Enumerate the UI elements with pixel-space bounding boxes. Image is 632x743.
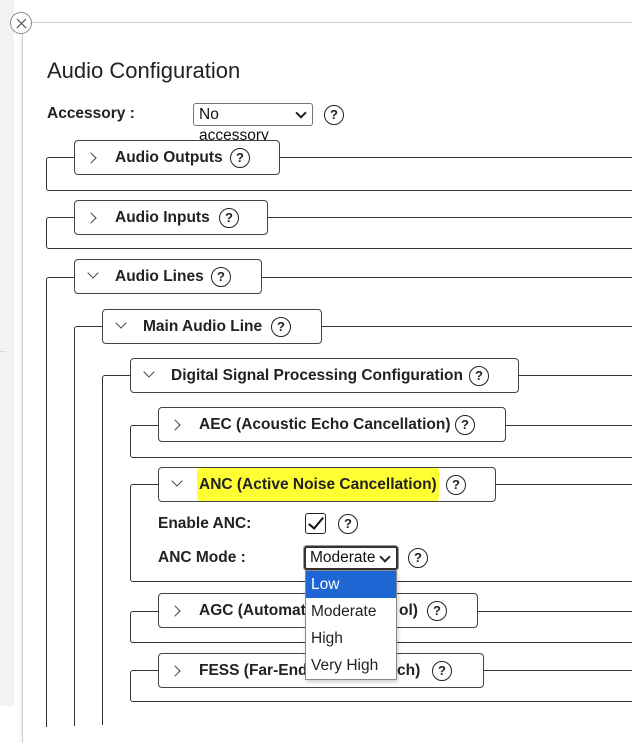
audio-outputs-help-icon[interactable]: ? (230, 148, 250, 168)
background-window (0, 0, 14, 706)
chevron-down-icon (143, 366, 155, 378)
close-icon[interactable] (10, 12, 32, 34)
anc-mode-select-value: Moderate (310, 549, 376, 566)
accessory-help-icon[interactable]: ? (324, 105, 344, 125)
fess-label-tail: ch) (397, 662, 421, 679)
audio-inputs-header[interactable]: Audio Inputs ? (74, 200, 268, 235)
dsp-help-icon[interactable]: ? (469, 366, 489, 386)
audio-lines-help-icon[interactable]: ? (211, 267, 231, 287)
anc-label: ANC (Active Noise Cancellation) (197, 468, 439, 501)
aec-help-icon[interactable]: ? (455, 415, 475, 435)
enable-anc-checkbox[interactable] (305, 513, 326, 534)
dsp-header[interactable]: Digital Signal Processing Configuration … (130, 358, 519, 393)
main-audio-line-help-icon[interactable]: ? (271, 317, 291, 337)
main-audio-line-fieldset (74, 326, 632, 726)
audio-outputs-label: Audio Outputs (115, 149, 223, 166)
anc-mode-option-low[interactable]: Low (306, 571, 396, 598)
chevron-down-icon (379, 551, 391, 563)
anc-mode-select[interactable]: Moderate (304, 546, 398, 570)
anc-mode-option-moderate[interactable]: Moderate (311, 603, 377, 620)
anc-mode-option-very-high[interactable]: Very High (311, 657, 379, 674)
chevron-down-icon (87, 267, 99, 279)
chevron-right-icon (169, 665, 181, 677)
chevron-down-icon (295, 107, 307, 119)
main-audio-line-label: Main Audio Line (143, 318, 263, 335)
audio-outputs-header[interactable]: Audio Outputs ? (74, 140, 280, 175)
audio-lines-header[interactable]: Audio Lines ? (74, 259, 262, 294)
audio-inputs-fieldset (46, 217, 632, 249)
chevron-down-icon (115, 317, 127, 329)
background-divider (0, 351, 6, 352)
agc-label: AGC (Automati (199, 602, 311, 619)
main-audio-line-header[interactable]: Main Audio Line ? (102, 309, 322, 344)
anc-header[interactable]: ANC (Active Noise Cancellation) ? (158, 467, 496, 502)
accessory-select-value: No accessory (199, 106, 269, 144)
aec-header[interactable]: AEC (Acoustic Echo Cancellation) ? (158, 407, 506, 442)
audio-outputs-fieldset (46, 157, 632, 191)
audio-lines-fieldset (46, 277, 632, 727)
audio-lines-label: Audio Lines (115, 268, 204, 285)
chevron-right-icon (85, 152, 97, 164)
agc-help-icon[interactable]: ? (427, 601, 447, 621)
chevron-right-icon (85, 212, 97, 224)
audio-inputs-help-icon[interactable]: ? (219, 208, 239, 228)
anc-help-icon[interactable]: ? (446, 475, 466, 495)
fess-label: FESS (Far-End (199, 662, 308, 679)
page-title: Audio Configuration (47, 58, 241, 83)
anc-mode-option-high[interactable]: High (311, 630, 343, 647)
audio-inputs-label: Audio Inputs (115, 209, 210, 226)
anc-mode-help-icon[interactable]: ? (408, 548, 428, 568)
accessory-select[interactable]: No accessory (193, 103, 313, 144)
agc-label-tail: ol) (399, 602, 418, 619)
aec-label: AEC (Acoustic Echo Cancellation) (199, 416, 451, 433)
enable-anc-label: Enable ANC: (158, 515, 252, 532)
enable-anc-help-icon[interactable]: ? (338, 514, 358, 534)
chevron-right-icon (169, 419, 181, 431)
anc-mode-dropdown: Low Moderate High Very High (305, 570, 397, 680)
chevron-down-icon (171, 475, 183, 487)
anc-mode-label: ANC Mode : (158, 549, 246, 566)
dsp-label: Digital Signal Processing Configuration (171, 367, 463, 384)
chevron-right-icon (169, 605, 181, 617)
fess-help-icon[interactable]: ? (432, 661, 452, 681)
accessory-label: Accessory : (47, 105, 135, 122)
